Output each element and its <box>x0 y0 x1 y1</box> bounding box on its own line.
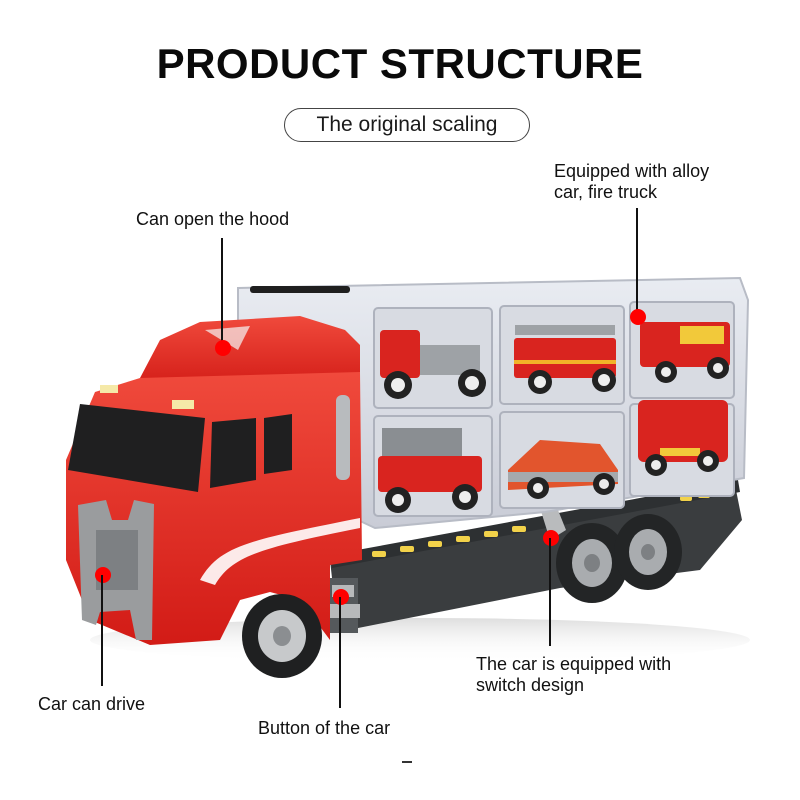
side-window <box>210 418 256 488</box>
side-window-rear <box>264 414 292 474</box>
callout-hood-line <box>221 238 223 348</box>
callout-drive-dot <box>95 567 111 583</box>
callout-button-label: Button of the car <box>258 718 391 738</box>
rear-wheels <box>556 514 682 603</box>
switch-lever <box>540 505 566 540</box>
toy-car-tow-truck <box>380 330 486 399</box>
page-title: PRODUCT STRUCTURE <box>156 40 644 87</box>
callout-switch-label-line2: switch design <box>476 675 585 695</box>
callout-alloy-line <box>636 208 638 316</box>
toy-car-rescue-truck <box>640 322 730 383</box>
callout-hood-label: Can open the hood <box>136 209 290 229</box>
hood-emblem <box>205 326 250 350</box>
callout-drive-label: Car can drive <box>38 694 146 714</box>
callout-alloy-label-line1: Equipped with alloy <box>554 161 710 181</box>
scale-badge: The original scaling <box>284 108 530 142</box>
artifact-mark <box>402 761 412 763</box>
toy-car-fire-pickup <box>508 440 618 499</box>
exhaust-stack <box>336 395 350 480</box>
callout-switch-label-line1: The car is equipped with <box>476 654 672 674</box>
callout-alloy-label-line2: car, fire truck <box>554 182 658 202</box>
cab-stripe <box>200 518 360 585</box>
roof-light-right <box>172 400 194 409</box>
toy-car-ladder-truck <box>514 325 616 394</box>
front-wheel <box>242 594 322 678</box>
callout-drive-line <box>101 575 103 686</box>
callout-button-dot <box>333 589 349 605</box>
toy-car-fire-jeep <box>378 428 482 513</box>
callout-switch-dot <box>543 530 559 546</box>
callout-hood-dot <box>215 340 231 356</box>
truck-cab <box>66 316 362 645</box>
toy-car-fire-van <box>638 400 728 476</box>
callout-alloy-dot <box>630 309 646 325</box>
roof-light-left <box>100 385 118 393</box>
windshield <box>68 404 205 492</box>
callout-switch-line <box>549 538 551 646</box>
callout-button-line <box>339 597 341 708</box>
